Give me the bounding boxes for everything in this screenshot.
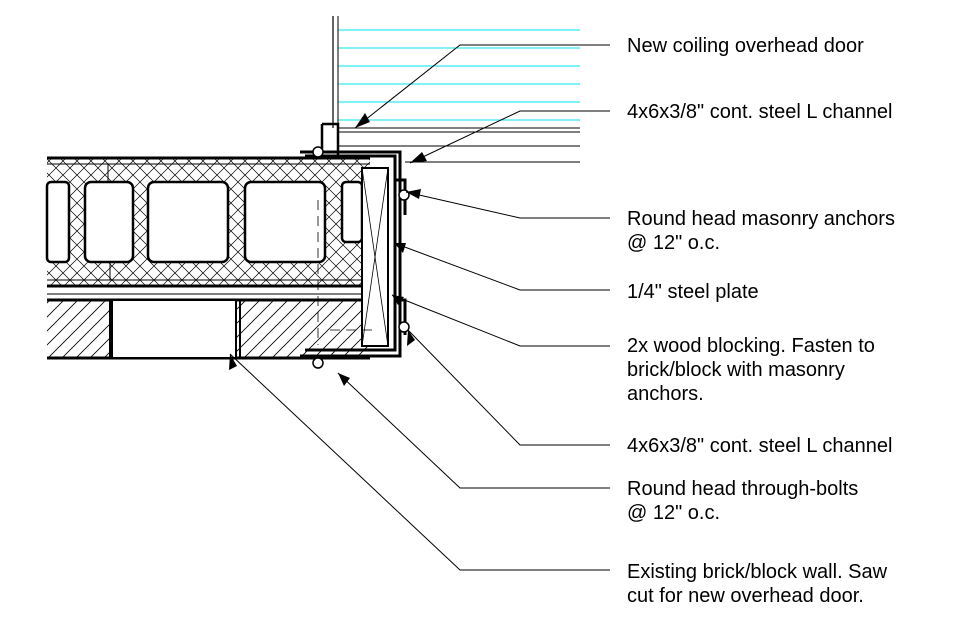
overhead-door-lines: [338, 29, 580, 121]
label-through-bolts: Round head through-bolts @ 12" o.c.: [627, 477, 858, 525]
leader-arrowheads: [229, 113, 427, 386]
label-through-bolts-line-1: Round head through-bolts: [627, 478, 859, 500]
label-wood-blocking-line-3: anchors.: [627, 383, 704, 405]
label-steel-channel-bottom: 4x6x3/8" cont. steel L channel: [627, 434, 892, 458]
label-steel-channel-top: 4x6x3/8" cont. steel L channel: [627, 100, 892, 124]
leaders: [229, 44, 610, 571]
label-coiling-door: New coiling overhead door: [627, 34, 864, 58]
label-existing-wall-line-2: cut for new overhead door.: [627, 585, 864, 607]
label-wood-blocking-line-2: brick/block with masonry: [627, 359, 845, 381]
label-through-bolts-line-2: @ 12" o.c.: [627, 502, 720, 524]
label-steel-plate-line-1: 1/4" steel plate: [627, 281, 759, 303]
label-existing-wall-line-1: Existing brick/block wall. Saw: [627, 561, 888, 583]
existing-brick-wall: [47, 293, 370, 360]
label-wood-blocking: 2x wood blocking. Fasten to brick/block …: [627, 334, 875, 406]
label-wood-blocking-line-1: 2x wood blocking. Fasten to: [627, 335, 875, 357]
label-steel-channel-top-line-1: 4x6x3/8" cont. steel L channel: [627, 101, 893, 123]
hidden-lines: [317, 200, 375, 345]
label-existing-wall: Existing brick/block wall. Saw cut for n…: [627, 560, 887, 608]
label-steel-channel-bottom-line-1: 4x6x3/8" cont. steel L channel: [627, 435, 893, 457]
door-guide: [320, 16, 580, 163]
label-masonry-anchors-line-1: Round head masonry anchors: [627, 208, 895, 230]
label-masonry-anchors-line-2: @ 12" o.c.: [627, 232, 720, 254]
existing-block-wall: [45, 156, 370, 288]
label-coiling-door-line-1: New coiling overhead door: [627, 35, 864, 57]
anchors-bolts: [312, 146, 410, 369]
label-steel-plate: 1/4" steel plate: [627, 280, 759, 304]
wood-blocking: [361, 167, 389, 347]
label-masonry-anchors: Round head masonry anchors @ 12" o.c.: [627, 207, 895, 255]
